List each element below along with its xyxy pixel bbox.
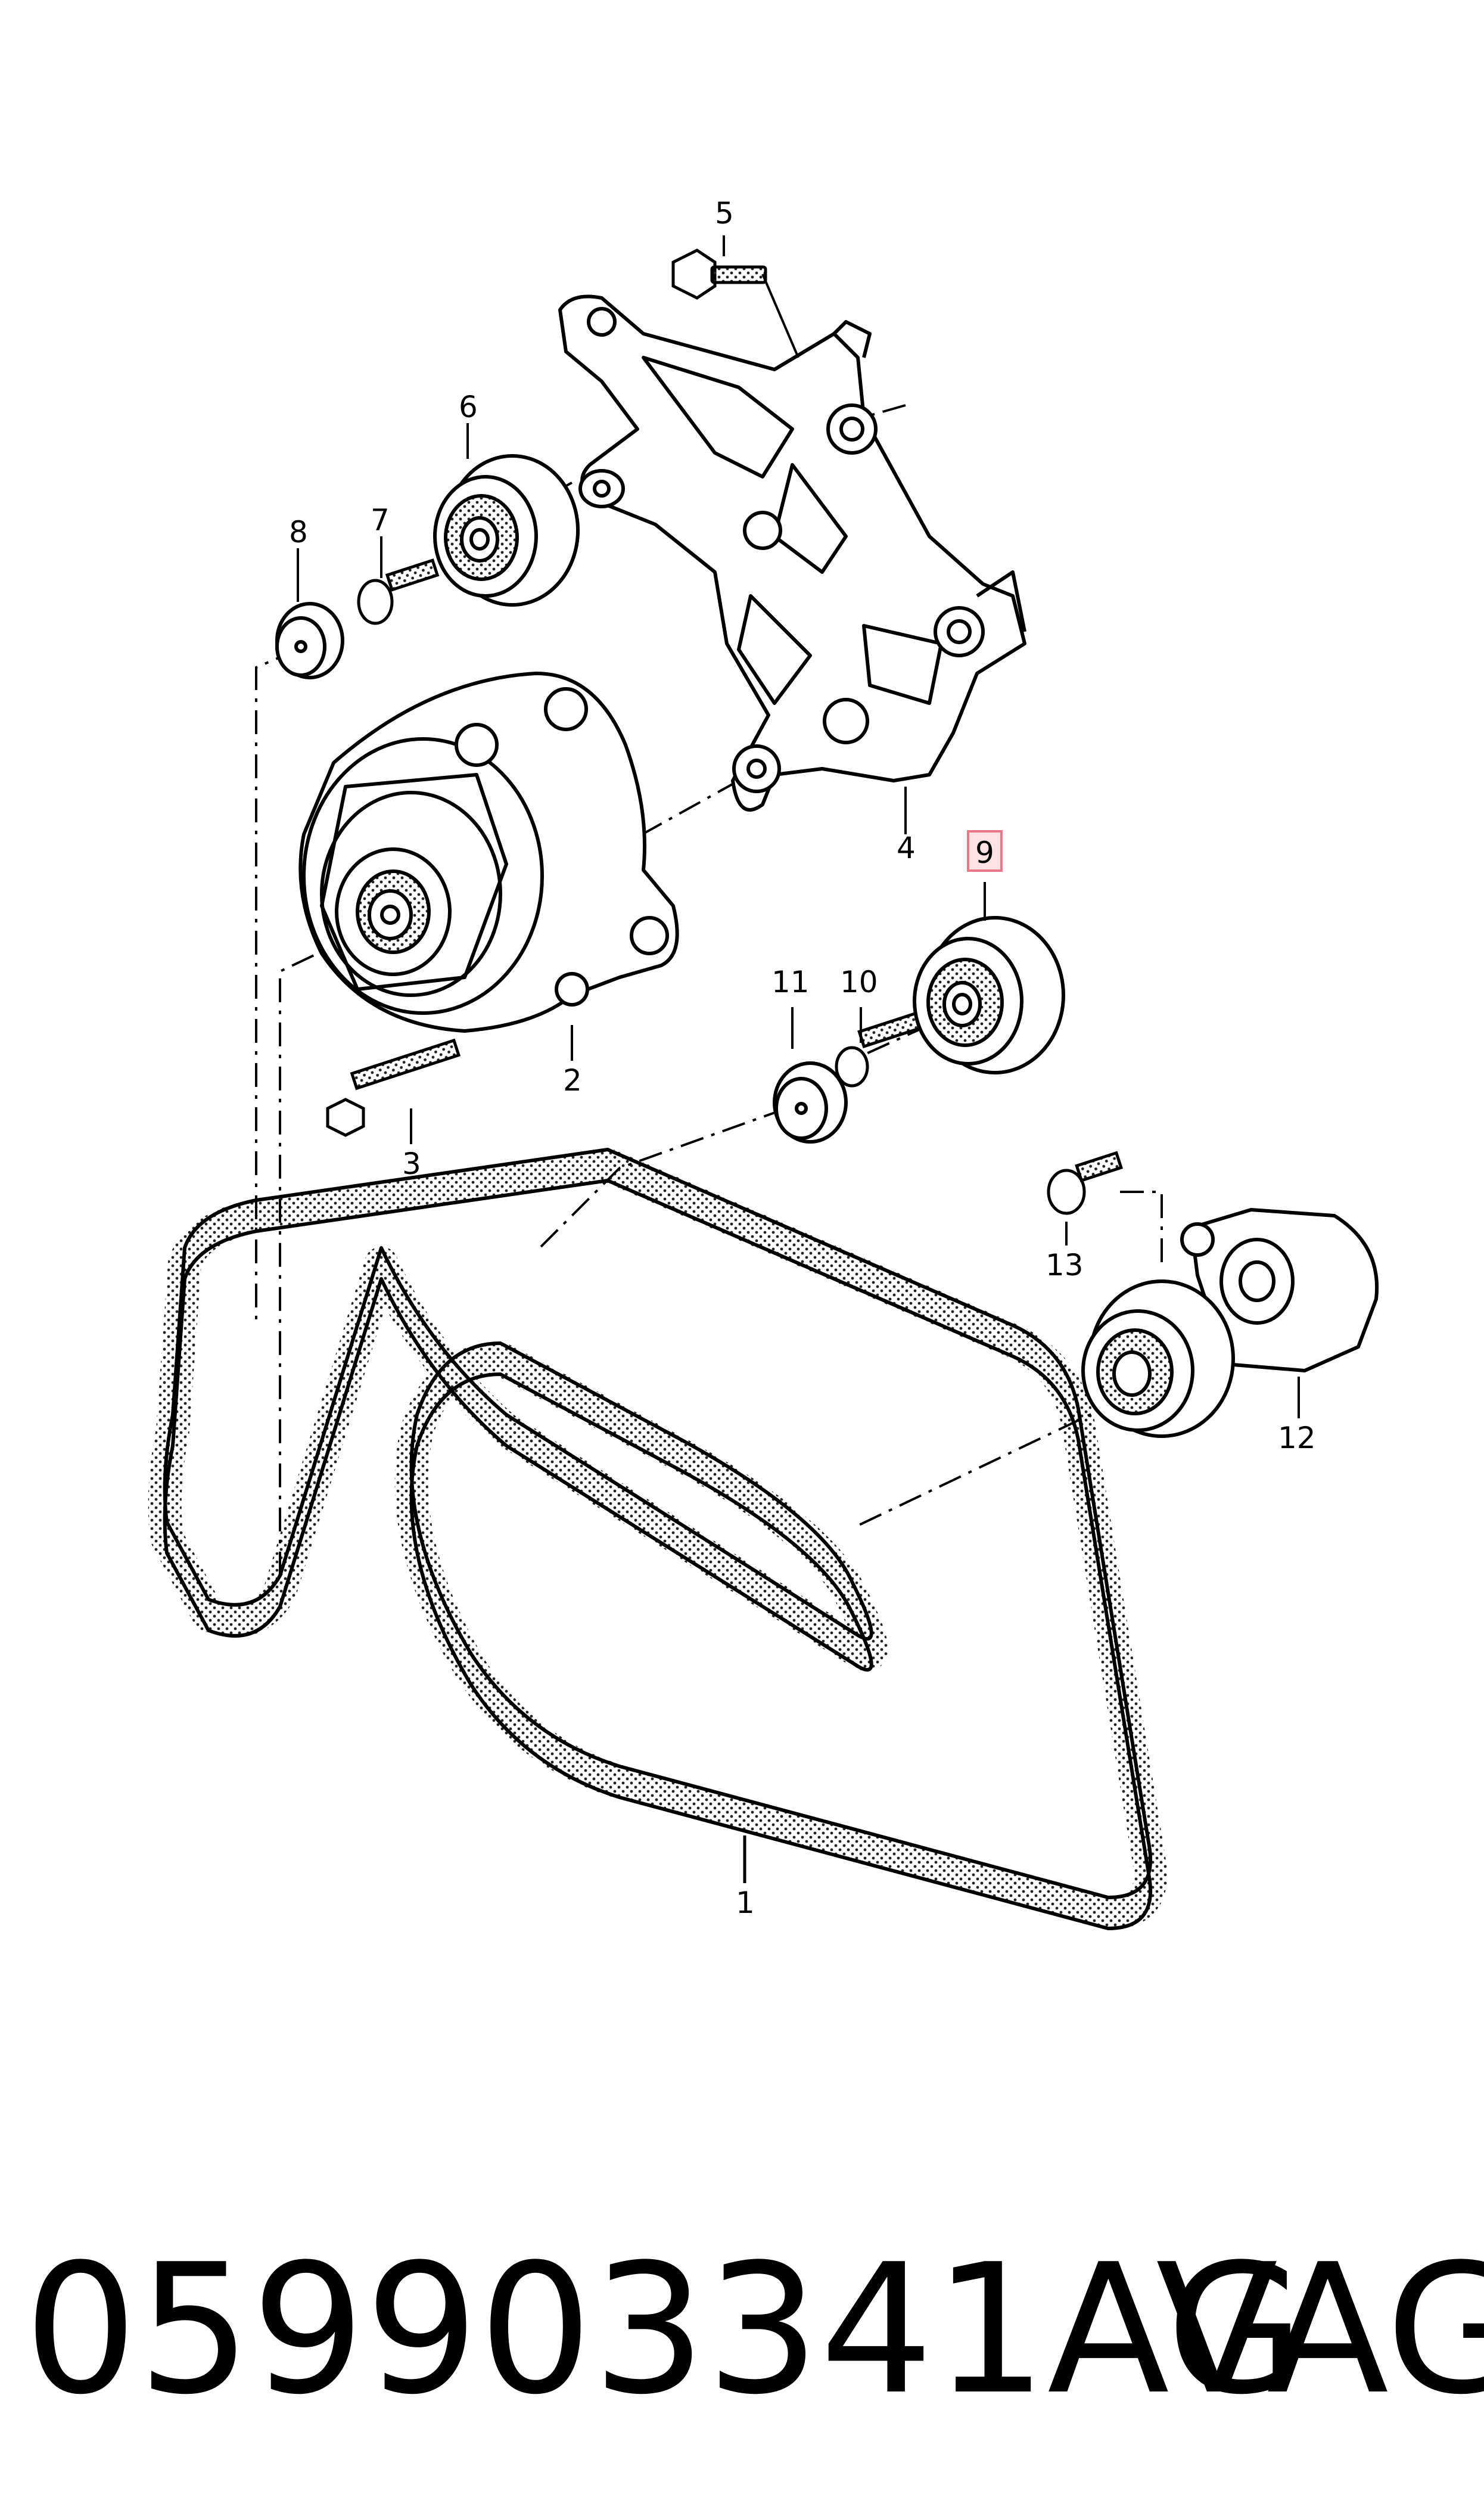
bracket-part-4 (558, 294, 1026, 834)
callout-9-highlight-box (967, 830, 1003, 872)
tensioner-part-12 (1081, 1208, 1379, 1438)
bolt-part-13 (1047, 1151, 1124, 1245)
cap-part-8 (275, 548, 344, 679)
brand-name: VAG (1156, 2226, 1484, 2434)
drive-belt-part-1 (148, 1148, 1168, 1930)
callout-11: 11 (771, 965, 810, 999)
callout-7: 7 (371, 503, 390, 538)
part-number: 059903341AG (24, 2226, 1305, 2434)
callout-4: 4 (897, 831, 916, 865)
callout-6: 6 (459, 390, 478, 424)
idler-pulley-part-9 (913, 882, 1065, 1074)
callout-10: 10 (840, 965, 878, 999)
callout-3: 3 (402, 1147, 421, 1181)
idler-pulley-part-6 (433, 423, 580, 607)
callout-5: 5 (715, 196, 734, 231)
bolt-part-7 (357, 536, 440, 625)
callout-13: 13 (1046, 1248, 1084, 1282)
callout-12: 12 (1278, 1421, 1316, 1455)
bolt-part-5 (671, 235, 799, 358)
callout-labels: 5 6 7 8 4 9 11 10 2 3 13 12 1 (289, 196, 1316, 1920)
callout-8: 8 (289, 515, 308, 549)
cap-part-11 (773, 1007, 848, 1144)
footer: 059903341AG VAG (24, 2211, 1484, 2449)
callout-2: 2 (563, 1063, 582, 1098)
callout-9: 9 (975, 835, 994, 870)
alternator-part-2 (298, 672, 679, 1061)
bolt-part-3 (326, 1038, 461, 1144)
callout-1: 1 (736, 1886, 755, 1920)
